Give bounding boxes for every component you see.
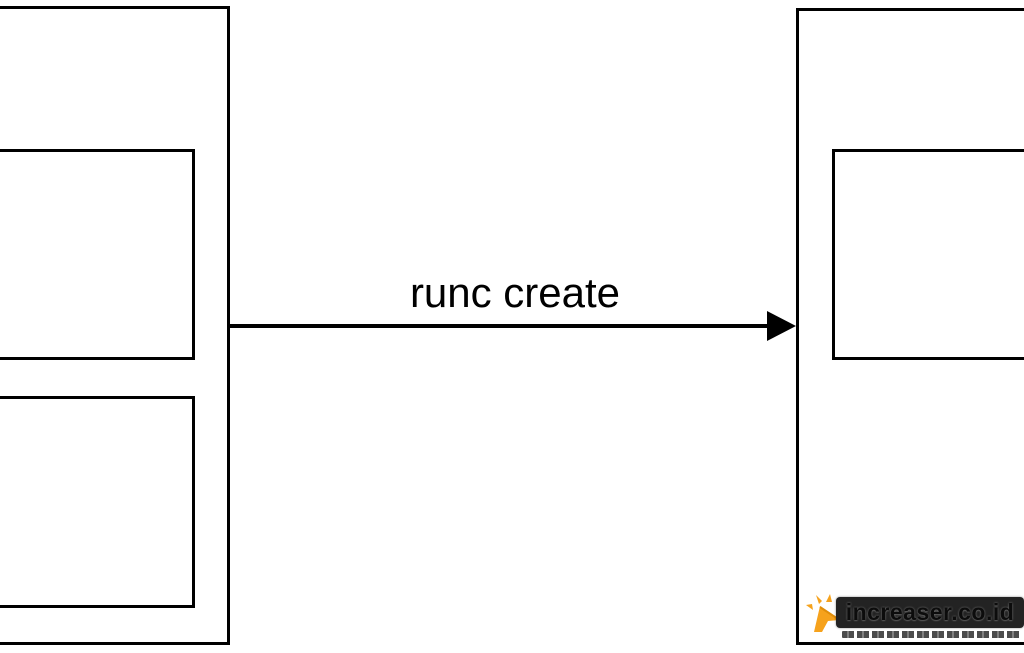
left-inner-box-bottom bbox=[0, 396, 195, 608]
watermark: increaser.co.id bbox=[806, 590, 1024, 642]
left-container-box bbox=[0, 6, 230, 645]
arrow-label: runc create bbox=[409, 269, 621, 316]
cursor-spark-icon bbox=[806, 594, 840, 632]
left-inner-box-top bbox=[0, 149, 195, 360]
right-container-box bbox=[796, 8, 1024, 645]
watermark-badge: increaser.co.id bbox=[836, 597, 1024, 628]
arrow-head bbox=[767, 311, 796, 341]
arrow-line bbox=[230, 324, 770, 328]
watermark-text: increaser.co.id bbox=[845, 599, 1015, 625]
watermark-tagline-strip bbox=[842, 631, 1020, 638]
right-inner-box bbox=[832, 149, 1024, 360]
